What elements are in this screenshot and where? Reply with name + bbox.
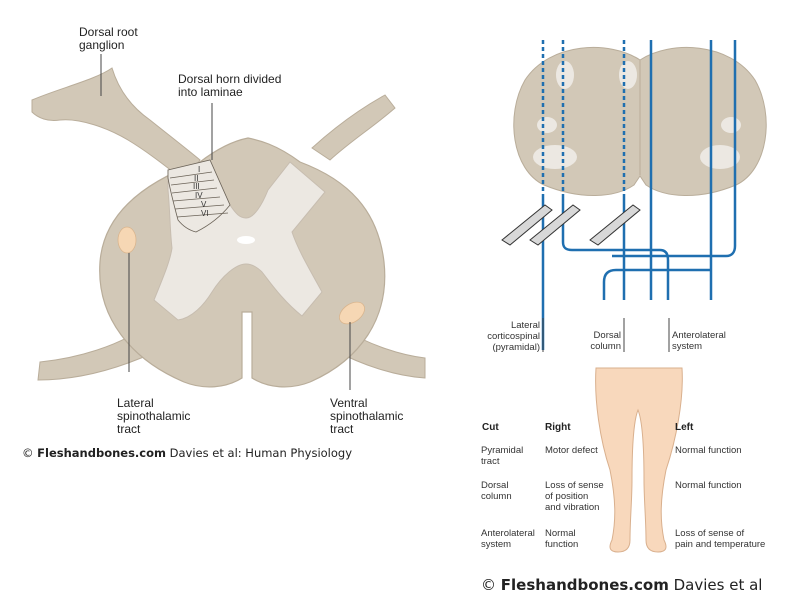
scalpel-icon-3 <box>590 205 640 245</box>
dorsal-column-label: Dorsal column <box>583 330 621 352</box>
lateral-corticospinal-label: Lateral corticospinal (pyramidal) <box>486 320 540 353</box>
table-header-left: Left <box>675 422 693 433</box>
table-header-right: Right <box>545 422 571 433</box>
table-row-3-right: Normal function <box>545 528 578 550</box>
right-credit-site: Fleshandbones.com <box>501 576 669 594</box>
scalpel-icons <box>502 205 640 245</box>
table-row-2-right: Loss of sense of position and vibration <box>545 480 604 513</box>
right-credit-text: Davies et al <box>674 576 763 594</box>
table-header-cut: Cut <box>482 422 499 433</box>
table-row-2-left: Normal function <box>675 480 742 491</box>
dorsal-pale-left <box>556 61 574 89</box>
lateral-pale-right <box>721 117 741 133</box>
ventral-pale-left <box>533 145 577 169</box>
legs-figure <box>596 368 683 552</box>
lateral-pale-left <box>537 117 557 133</box>
table-row-1-left: Normal function <box>675 445 742 456</box>
right-credit-symbol: © <box>481 576 496 594</box>
table-row-2-cut: Dorsal column <box>481 480 512 502</box>
table-row-1-cut: Pyramidal tract <box>481 445 523 467</box>
dorsal-pale-right <box>619 61 637 89</box>
table-row-3-left: Loss of sense of pain and temperature <box>675 528 765 550</box>
table-row-3-cut: Anterolateral system <box>481 528 535 550</box>
right-credit: © Fleshandbones.com Davies et al <box>481 576 767 594</box>
table-row-1-right: Motor defect <box>545 445 598 456</box>
anterolateral-label: Anterolateral system <box>672 330 726 352</box>
